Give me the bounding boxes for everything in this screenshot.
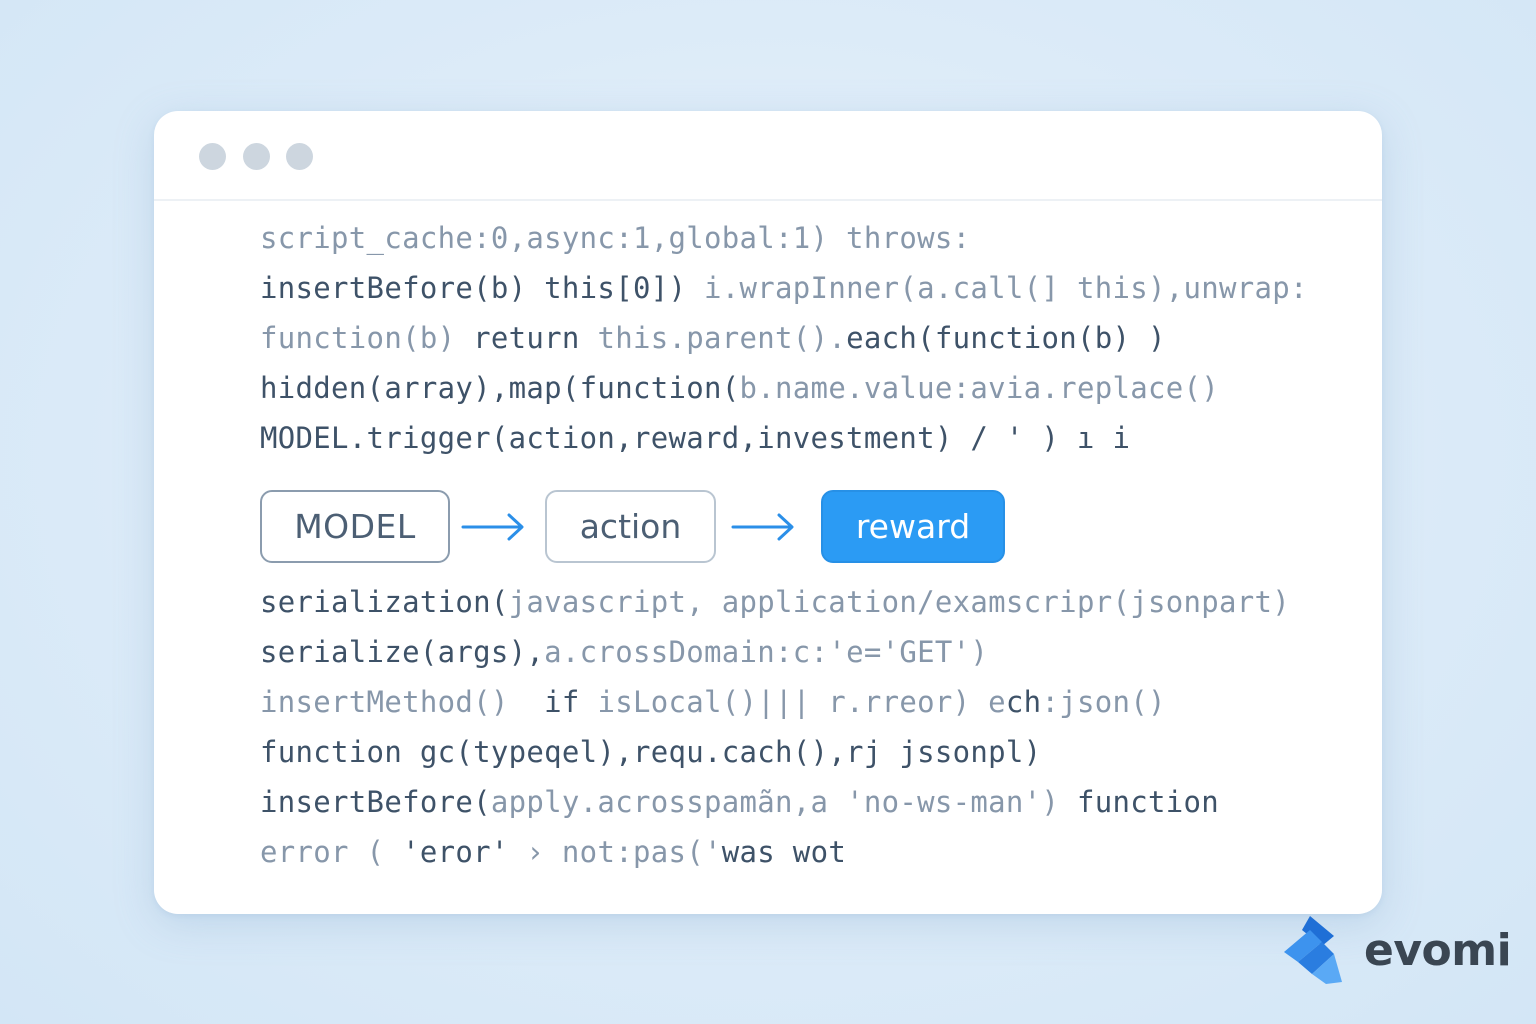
code-token: isLocal()||| r.rreor) <box>597 685 989 719</box>
code-token: b.name.value:avia.replace() <box>739 371 1220 405</box>
code-token: insertBefore( <box>260 785 491 819</box>
brand-logo: evomi <box>1282 912 1512 988</box>
code-line: function gc(typeqel),requ.cach(),rj jsso… <box>260 735 1041 769</box>
code-token: serialization( <box>260 585 509 619</box>
code-token: javascript, application/examscripr(jsonp… <box>508 585 1291 619</box>
code-token: return <box>473 321 598 355</box>
code-token: ch <box>1005 685 1042 719</box>
arrow-right-icon <box>461 513 524 541</box>
window-control-dot[interactable] <box>199 143 226 170</box>
flow-node-model: MODEL <box>260 490 450 563</box>
code-token: a.crossDomain:c:'e='GET') <box>544 635 989 669</box>
code-token: function(b) <box>260 321 474 355</box>
brand-name: evomi <box>1364 924 1512 976</box>
code-line: script_cache:0,async:1,global:1) throws: <box>260 221 970 255</box>
code-token: e <box>988 685 1006 719</box>
flow-node-action: action <box>545 490 716 563</box>
code-token: serialize(args), <box>260 635 545 669</box>
flow-node-label: reward <box>855 507 971 546</box>
code-line: serialize(args),a.crossDomain:c:'e='GET'… <box>260 635 988 669</box>
flow-node-label: MODEL <box>294 507 416 546</box>
code-token: function gc(typeqel),requ.cach(),rj jsso… <box>260 735 1042 769</box>
code-line: insertBefore(apply.acrosspamãn,a 'no-ws-… <box>260 785 1219 819</box>
code-token: function <box>1076 785 1220 819</box>
code-window: script_cache:0,async:1,global:1) throws:… <box>154 111 1382 914</box>
code-line: hidden(array),map(function(b.name.value:… <box>260 371 1219 405</box>
code-token: MODEL.trigger(action,reward,investment) … <box>260 421 1131 455</box>
code-line: insertMethod() if isLocal()||| r.rreor) … <box>260 685 1166 719</box>
code-line: serialization(javascript, application/ex… <box>260 585 1290 619</box>
code-token: :json() <box>1041 685 1166 719</box>
code-token: 'eror' <box>402 835 527 869</box>
code-token: apply.acrosspamãn,a 'no-ws-man') <box>490 785 1077 819</box>
code-token: if <box>544 685 598 719</box>
flow-node-label: action <box>579 507 682 546</box>
code-token: was wot <box>721 835 847 869</box>
arrow-right-icon <box>731 513 794 541</box>
code-token: error ( <box>260 835 403 869</box>
window-control-dot[interactable] <box>286 143 313 170</box>
flow-diagram: MODEL action reward <box>260 490 1020 567</box>
code-line: error ( 'eror' › not:pas('was wot <box>260 835 846 869</box>
code-token: › not:pas(' <box>526 835 722 869</box>
window-titlebar <box>154 111 1382 201</box>
evomi-logo-icon <box>1284 916 1342 984</box>
window-control-dot[interactable] <box>243 143 270 170</box>
code-token: script_cache:0,async:1,global:1) throws: <box>260 221 971 255</box>
code-line: insertBefore(b) this[0]) i.wrapInner(a.c… <box>260 271 1308 305</box>
code-token: hidden(array),map(function( <box>260 371 740 405</box>
code-token: i.wrapInner(a.call(] this),unwrap: <box>704 271 1308 305</box>
code-token: insertBefore(b) this[0]) <box>260 271 704 305</box>
code-token: each(function(b) ) <box>846 321 1166 355</box>
code-line: MODEL.trigger(action,reward,investment) … <box>260 421 1130 455</box>
code-token: this.parent(). <box>597 321 847 355</box>
code-token: insertMethod() <box>260 685 545 719</box>
flow-node-reward: reward <box>821 490 1005 563</box>
code-line: function(b) return this.parent().each(fu… <box>260 321 1166 355</box>
